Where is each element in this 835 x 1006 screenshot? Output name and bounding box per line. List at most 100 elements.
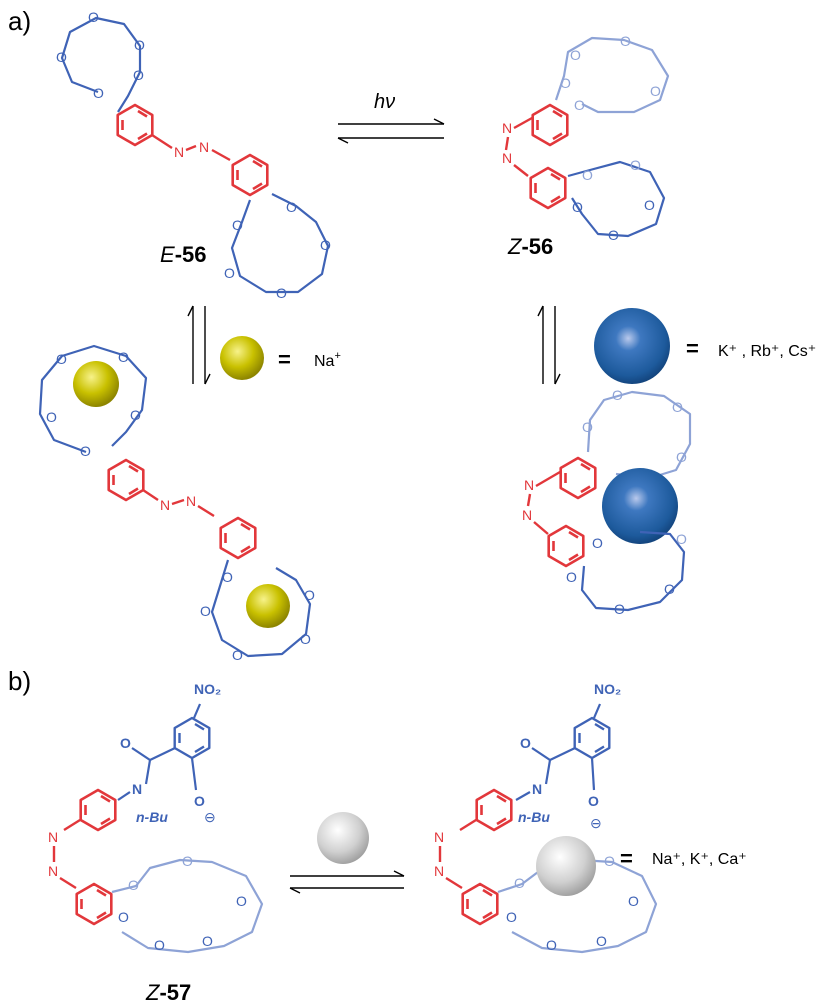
z56-upper-crown [554, 36, 670, 114]
na-equilibrium-arrows [187, 305, 211, 385]
oxygen-atom: O [620, 33, 631, 49]
oxygen-atom: O [612, 387, 623, 403]
k-complex-upper-crown [586, 390, 692, 480]
nitrogen-atom: N [434, 829, 444, 845]
oxygen-atom: O [236, 893, 247, 909]
nitrogen-atom: N [48, 829, 58, 845]
oxygen-atom: O [46, 409, 57, 425]
benzene-ring [559, 456, 597, 500]
na-legend-text: Na+ [314, 350, 341, 370]
butyl-group: n-Bu [518, 809, 550, 825]
oxygen-atom: O [286, 199, 297, 215]
oxygen-atom: O [582, 167, 593, 183]
e56-molecule: O O O O O N N O O O O O [56, 9, 331, 301]
e56-upper-crown [60, 16, 142, 113]
nitrogen-atom: N [199, 139, 209, 155]
oxygen-atom: O [128, 877, 139, 893]
oxygen-atom: O [118, 909, 129, 925]
oxygen-atom: O [133, 67, 144, 83]
e56-lower-crown [230, 193, 330, 294]
benzene-ring [107, 458, 145, 502]
amide-nitrogen: N [532, 781, 542, 797]
oxygen-atom: O [608, 227, 619, 243]
oxygen-atom: O [224, 265, 235, 281]
benzene-ring [529, 166, 567, 210]
na-complex-lower-crown [210, 559, 312, 658]
oxygen-atom: O [276, 285, 287, 301]
e56-label: E-56 [160, 242, 206, 267]
k-complex-lower-crown [580, 530, 686, 612]
carbonyl-oxygen: O [520, 735, 531, 751]
oxygen-atom: O [80, 443, 91, 459]
nitrogen-atom: N [48, 863, 58, 879]
oxygen-atom: O [88, 9, 99, 25]
oxygen-atom: O [56, 351, 67, 367]
oxygen-atom: O [320, 237, 331, 253]
oxygen-atom: O [93, 85, 104, 101]
oxygen-atom: O [202, 933, 213, 949]
k-ion-ball [594, 308, 670, 384]
k-legend-equals: = [686, 336, 699, 361]
z57-label: Z-57 [145, 980, 191, 1005]
oxygen-atom: O [574, 97, 585, 113]
oxygen-atom: O [630, 157, 641, 173]
nitrogen-atom: N [522, 507, 532, 523]
oxygen-atom: O [300, 631, 311, 647]
oxygen-atom: O [664, 581, 675, 597]
oxygen-atom: O [154, 937, 165, 953]
z56-lower-crown [567, 160, 666, 238]
oxygen-atom: O [592, 535, 603, 551]
panel-b-label: b) [8, 666, 31, 696]
nitro-group: NO₂ [194, 681, 221, 697]
benzene-ring [531, 103, 569, 147]
benzene-ring [116, 103, 154, 147]
ion-legend-equals: = [620, 846, 633, 871]
oxygen-atom: O [582, 419, 593, 435]
nitro-group: NO₂ [594, 681, 621, 697]
oxygen-atom: O [566, 569, 577, 585]
oxygen-atom: O [570, 47, 581, 63]
nitrophenol-ring [573, 716, 611, 760]
oxygen-atom: O [560, 75, 571, 91]
oxygen-atom: O [546, 937, 557, 953]
nitrogen-atom: N [186, 493, 196, 509]
na-ion-ball [246, 584, 290, 628]
oxygen-atom: O [596, 933, 607, 949]
nitrogen-atom: N [502, 150, 512, 166]
phenolate-oxygen: O [588, 793, 599, 809]
butyl-group: n-Bu [136, 809, 168, 825]
nitrogen-atom: N [160, 497, 170, 513]
na-ion-ball [220, 336, 264, 380]
oxygen-atom: O [604, 853, 615, 869]
z57-complex-molecule: NO₂ O N n-Bu O ⊖ N N O O O O O O [434, 681, 658, 954]
benzene-ring [461, 882, 499, 926]
z56-label: Z-56 [507, 234, 553, 259]
nitrogen-atom: N [502, 120, 512, 136]
carbonyl-oxygen: O [120, 735, 131, 751]
na-complex-upper-crown [38, 344, 148, 454]
benzene-ring [75, 882, 113, 926]
photo-equilibrium-arrows [337, 118, 445, 144]
z57-crown [111, 858, 264, 954]
oxygen-atom: O [182, 853, 193, 869]
oxygen-atom: O [200, 603, 211, 619]
panel-a-label: a) [8, 6, 31, 36]
oxygen-atom: O [304, 587, 315, 603]
z57-molecule: NO₂ O N n-Bu O ⊖ N N O O O O O O [48, 681, 264, 954]
negative-charge: ⊖ [590, 815, 602, 831]
benzene-ring [219, 516, 257, 560]
oxygen-atom: O [628, 893, 639, 909]
oxygen-atom: O [514, 875, 525, 891]
k-ion-ball [602, 468, 678, 544]
k-complex-molecule: O O O O N N O O O O O [522, 387, 692, 617]
oxygen-atom: O [118, 349, 129, 365]
na-ion-ball [73, 361, 119, 407]
oxygen-atom: O [676, 531, 687, 547]
generic-ion-ball [536, 836, 596, 896]
oxygen-atom: O [232, 217, 243, 233]
nitrogen-atom: N [174, 144, 184, 160]
na-complex-molecule: O O O O O N N O O O O O [38, 344, 315, 663]
oxygen-atom: O [134, 37, 145, 53]
phenolate-oxygen: O [194, 793, 205, 809]
